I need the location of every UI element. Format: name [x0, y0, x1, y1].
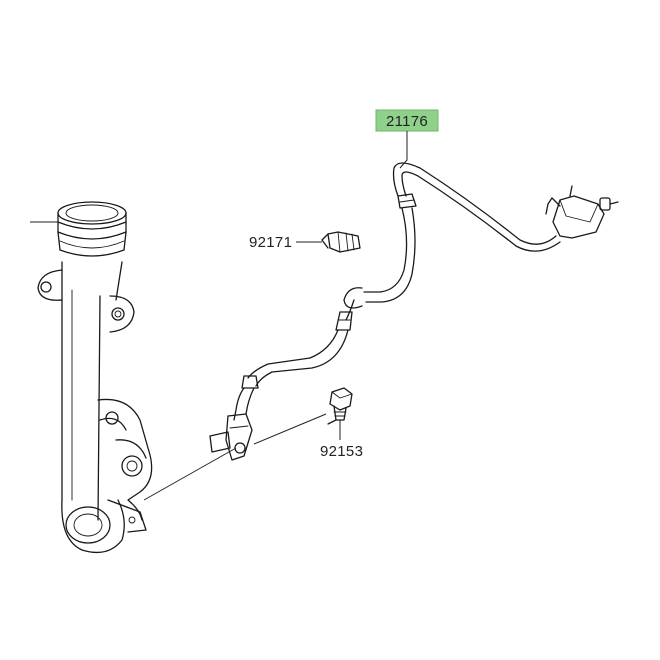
- bolt-part: [327, 387, 353, 425]
- sensor-part-number: 21176: [386, 113, 428, 130]
- sensor-cable: [209, 162, 619, 461]
- bolt-part-number: 92153: [320, 443, 363, 460]
- sensor-mount-leader: [143, 447, 237, 501]
- fork-tube: [37, 201, 153, 554]
- clamp-part: [321, 231, 361, 253]
- clamp-part-number: 92171: [249, 234, 292, 251]
- sensor-leader-line: [399, 131, 408, 169]
- bolt-leader-line: [253, 413, 327, 445]
